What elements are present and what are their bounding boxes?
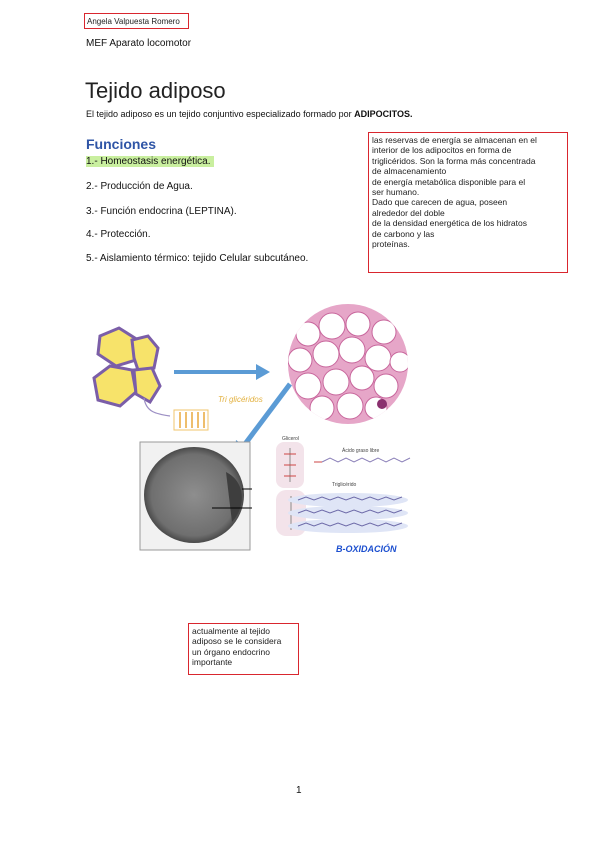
adipocyte-micrograph: [139, 441, 252, 551]
page-title: Tejido adiposo: [85, 78, 226, 103]
glycerol-label: Glicerol: [282, 436, 299, 442]
function-item-insulation: 5.- Aislamiento térmico: tejido Celular …: [86, 253, 309, 264]
horizontal-arrow-icon: [174, 364, 270, 380]
function-item-water: 2.- Producción de Agua.: [86, 181, 193, 192]
function-item-protection: 4.- Protección.: [86, 229, 151, 240]
functions-heading: Funciones: [86, 136, 157, 152]
intro-paragraph: El tejido adiposo es un tejido conjuntiv…: [86, 109, 413, 119]
beta-oxidation-label: B-OXIDACIÓN: [336, 543, 397, 554]
note-line: ser humano.: [372, 187, 420, 198]
note-line: adiposo se le considera: [192, 636, 282, 647]
note-line: alrededor del doble: [372, 207, 445, 218]
adipocyte-sketch: Tri glicéridos: [92, 326, 263, 431]
triglyceride-diagram: Glicerol Ácido graso libre Triglicérido: [276, 436, 411, 536]
note-line: proteínas.: [372, 239, 410, 250]
note-line: actualmente al tejido: [192, 626, 270, 636]
sketch-connector: [143, 397, 171, 417]
note-line: de la densidad energética de los hidrato…: [372, 218, 527, 229]
page-number: 1: [296, 785, 302, 796]
note-line: interior de los adipocitos en forma de: [372, 145, 512, 156]
triglyceride-label: Triglicérido: [332, 482, 356, 488]
note-line: un órgano endocrino: [192, 646, 270, 657]
note-line: de energía metabólica disponible para el: [372, 176, 526, 187]
triglyceride-sketch-icon: [173, 409, 209, 431]
adipocyte-cell: [92, 364, 138, 408]
function-item-endocrine: 3.- Función endocrina (LEPTINA).: [86, 206, 237, 217]
note-line: las reservas de energía se almacenan en …: [372, 135, 537, 145]
fatty-acid-label: Ácido graso libre: [342, 447, 379, 454]
note-line: Dado que carecen de agua, poseen: [372, 197, 508, 208]
note-line: de carbono y las: [372, 228, 435, 239]
note-line: de almacenamiento: [372, 166, 447, 177]
author-name-box: Angela Valpuesta Romero: [84, 13, 189, 29]
course-name: MEF Aparato locomotor: [86, 38, 192, 49]
adipocyte-figure: Tri glicéridos: [92, 304, 411, 554]
adipocyte-cell: [132, 366, 162, 405]
adipocyte-cell: [130, 334, 160, 372]
note-line: importante: [192, 657, 233, 668]
intro-text: El tejido adiposo es un tejido conjuntiv…: [86, 109, 355, 119]
endocrine-organ-note: actualmente al tejido adiposo se le cons…: [188, 623, 299, 675]
adipose-tissue-micrograph: [288, 304, 408, 424]
note-line: triglicéridos. Son la forma más concentr…: [372, 155, 536, 166]
energy-storage-note: las reservas de energía se almacenan en …: [368, 132, 568, 273]
sketch-label: Tri glicéridos: [218, 395, 263, 404]
intro-bold-term: ADIPOCITOS.: [354, 109, 413, 119]
function-item-homeostasis: 1.- Homeostasis energética.: [86, 156, 214, 167]
